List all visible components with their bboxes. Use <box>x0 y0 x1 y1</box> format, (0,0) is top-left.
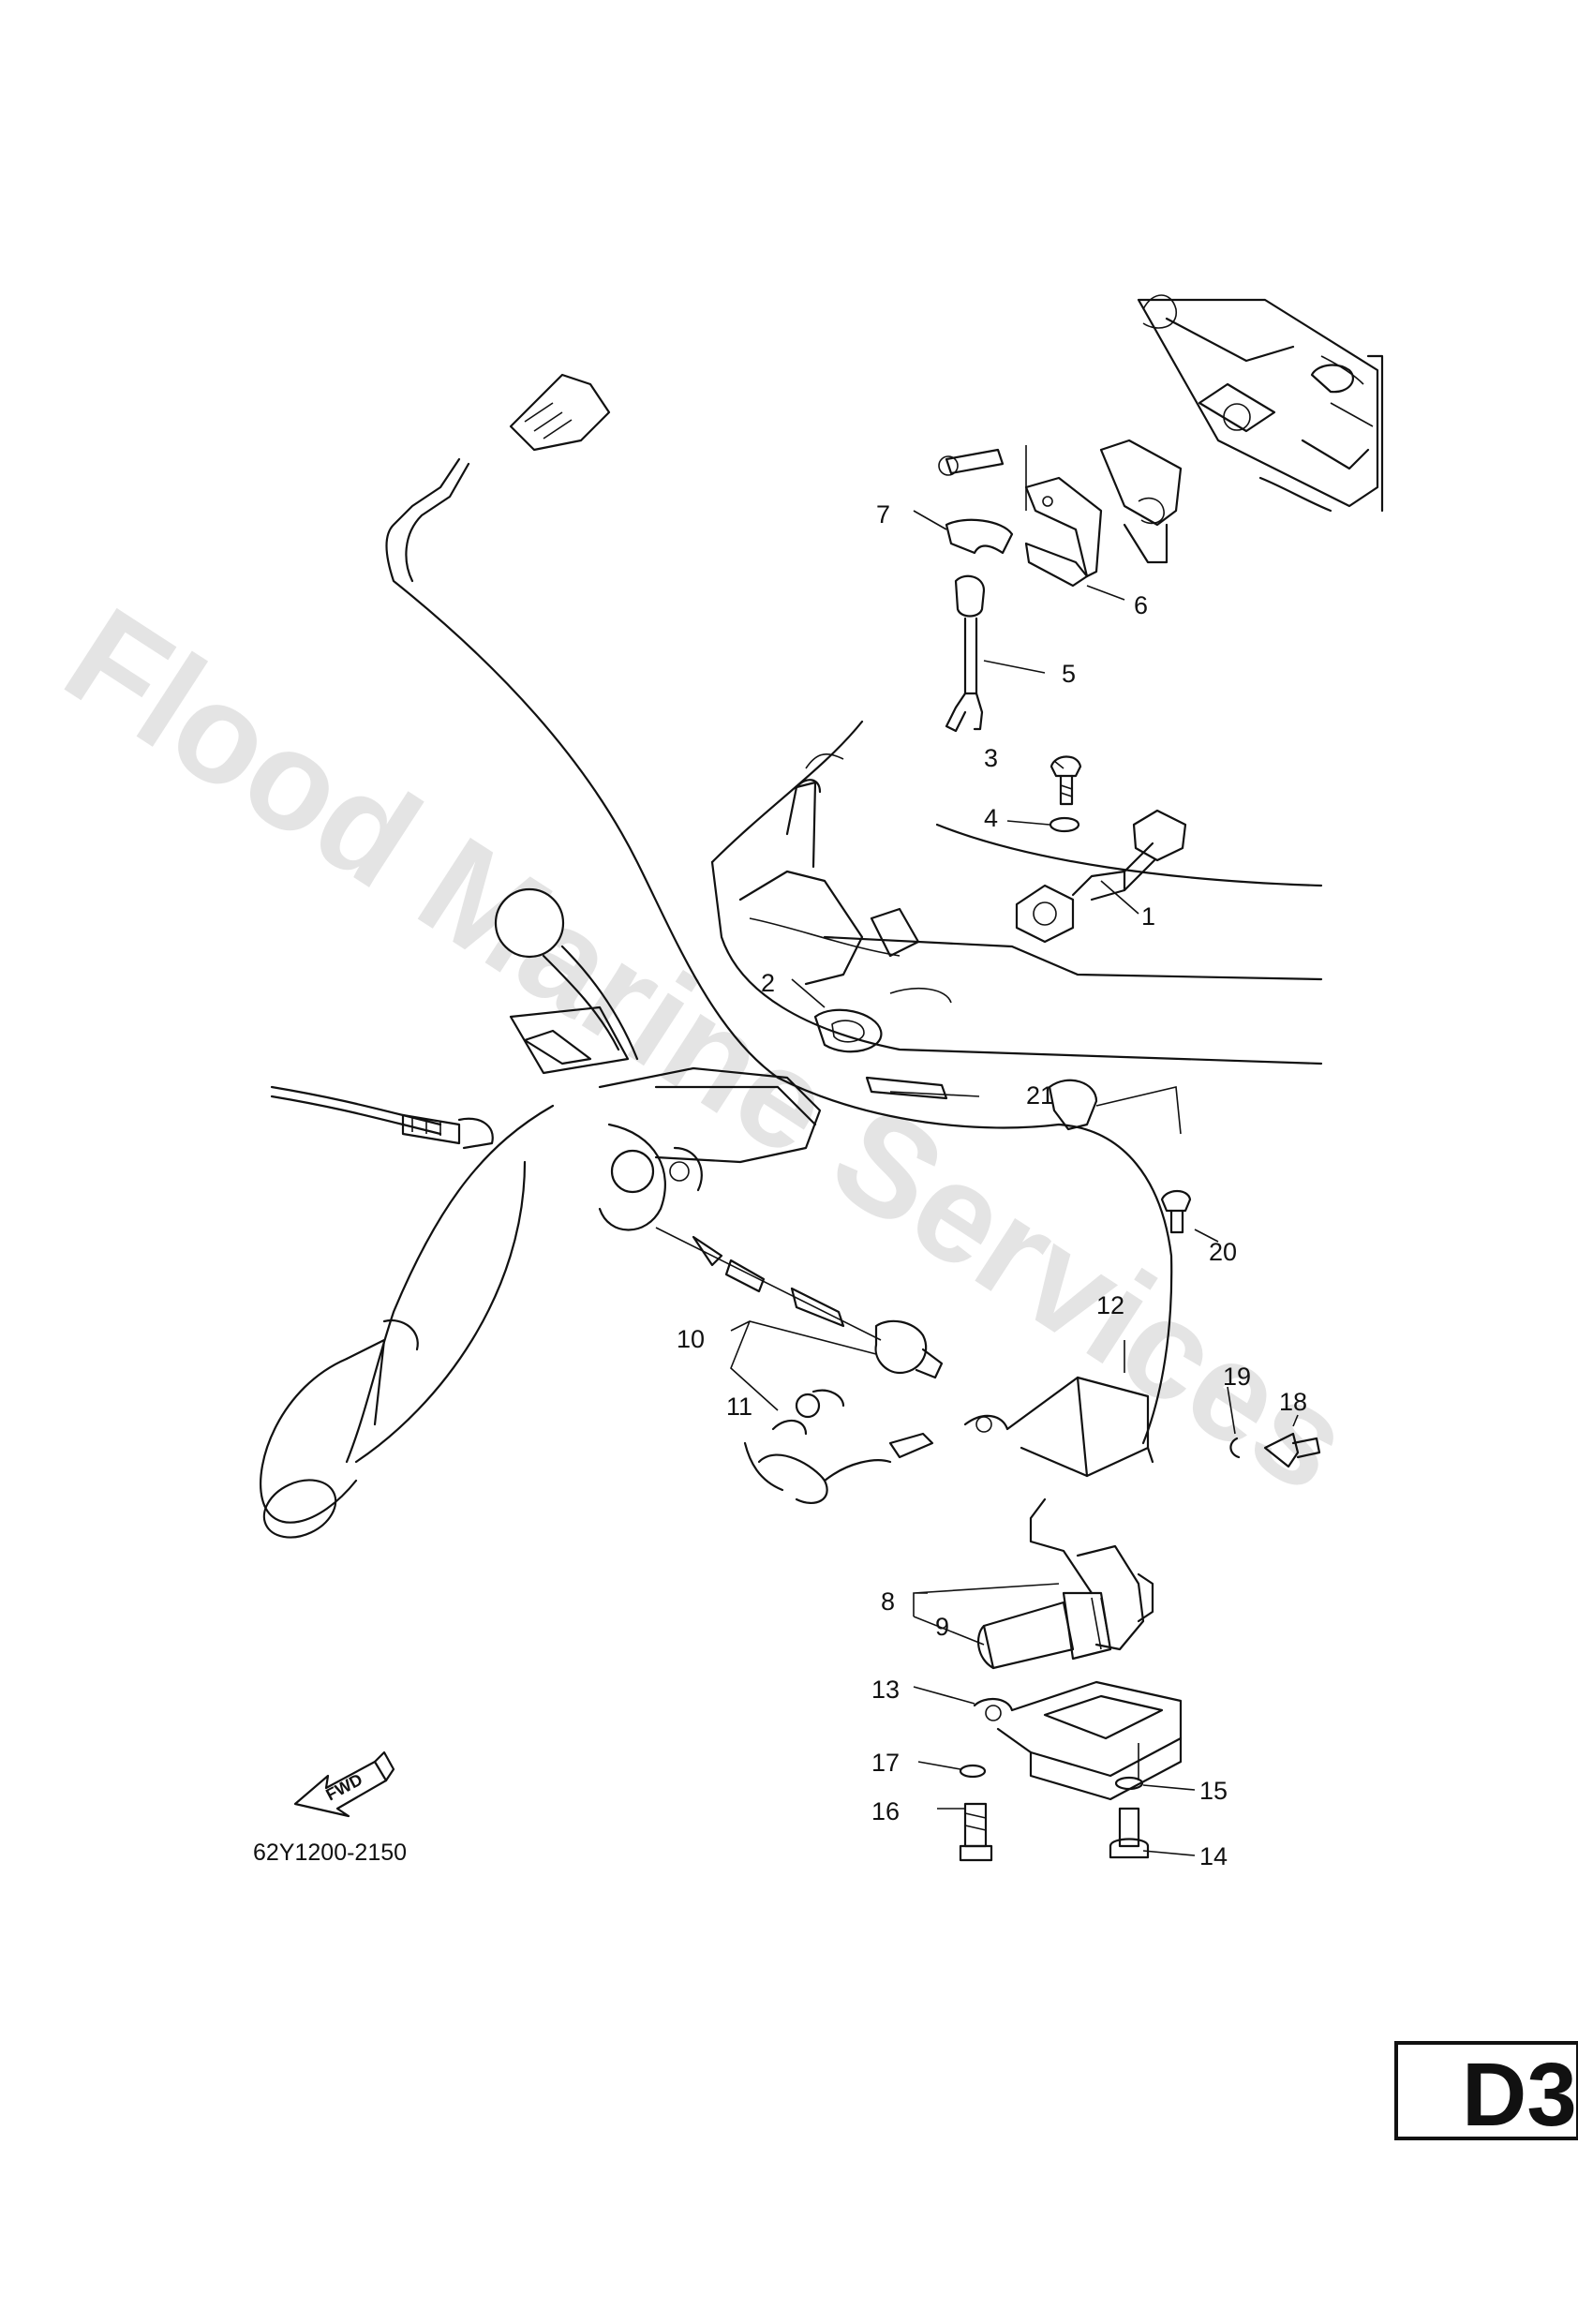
callout-21: 21 <box>1026 1081 1054 1110</box>
callout-14: 14 <box>1199 1842 1228 1870</box>
bottom-cowling <box>710 720 1323 1065</box>
part-7-clip <box>945 518 1014 555</box>
callout-4: 4 <box>984 804 998 832</box>
part-2-grommet <box>813 1008 883 1053</box>
part-8-main-switch <box>976 1497 1154 1670</box>
part-14-screw <box>1109 1807 1150 1859</box>
part-17-washer <box>959 1764 987 1779</box>
callout-19: 19 <box>1223 1363 1251 1391</box>
part-5-lead-wire <box>945 574 986 733</box>
control-cable-left <box>270 1085 494 1150</box>
part-10-stop-switch <box>655 1227 944 1379</box>
callout-15: 15 <box>1199 1777 1228 1805</box>
callout-10: 10 <box>677 1325 705 1353</box>
callout-18: 18 <box>1279 1388 1307 1416</box>
callout-6: 6 <box>1134 591 1148 619</box>
callout-7: 7 <box>876 500 890 529</box>
part-4-washer <box>1049 816 1080 833</box>
callout-2: 2 <box>761 969 775 997</box>
leader-lines <box>730 445 1299 1856</box>
speedometer-cable <box>385 373 1173 1445</box>
part-12-cover <box>963 1376 1154 1478</box>
part-3-screw <box>1050 755 1082 806</box>
page-tag-text: D3 <box>1462 2045 1577 2145</box>
callout-5: 5 <box>1062 660 1076 688</box>
part-19-washer <box>1229 1437 1241 1459</box>
callout-8: 8 <box>881 1587 895 1616</box>
tiller-handle <box>260 887 822 1539</box>
part-18-bolt <box>1263 1432 1321 1468</box>
watermark: Flood Marine Services <box>40 577 1377 1522</box>
callout-12: 12 <box>1096 1291 1124 1319</box>
callout-numbers: 1 2 3 4 5 6 7 8 9 10 11 12 13 14 15 16 1… <box>677 500 1307 1870</box>
part-13-holder <box>973 1680 1183 1801</box>
callout-17: 17 <box>871 1749 900 1777</box>
drawing-code: 62Y1200-2150 <box>253 1840 407 1866</box>
callout-16: 16 <box>871 1797 900 1825</box>
part-15-washer <box>1114 1776 1144 1791</box>
page-tag: D3 <box>1394 2041 1578 2145</box>
callout-13: 13 <box>871 1676 900 1704</box>
part-11-lanyard <box>743 1389 934 1504</box>
callout-1: 1 <box>1141 902 1155 931</box>
callout-3: 3 <box>984 744 998 772</box>
fwd-arrow-icon: FWD <box>293 1750 395 1818</box>
part-6-bracket <box>938 448 1103 588</box>
part-16-bolt <box>959 1802 993 1862</box>
part-1-switch <box>1015 809 1187 944</box>
part-21-label <box>865 1076 948 1100</box>
callout-20: 20 <box>1209 1238 1237 1266</box>
cable-clamp <box>1048 1079 1098 1131</box>
callout-11: 11 <box>726 1393 752 1421</box>
callout-9: 9 <box>935 1613 949 1641</box>
engine-bracket-assembly <box>1099 294 1384 564</box>
part-20-screw <box>1160 1189 1192 1234</box>
